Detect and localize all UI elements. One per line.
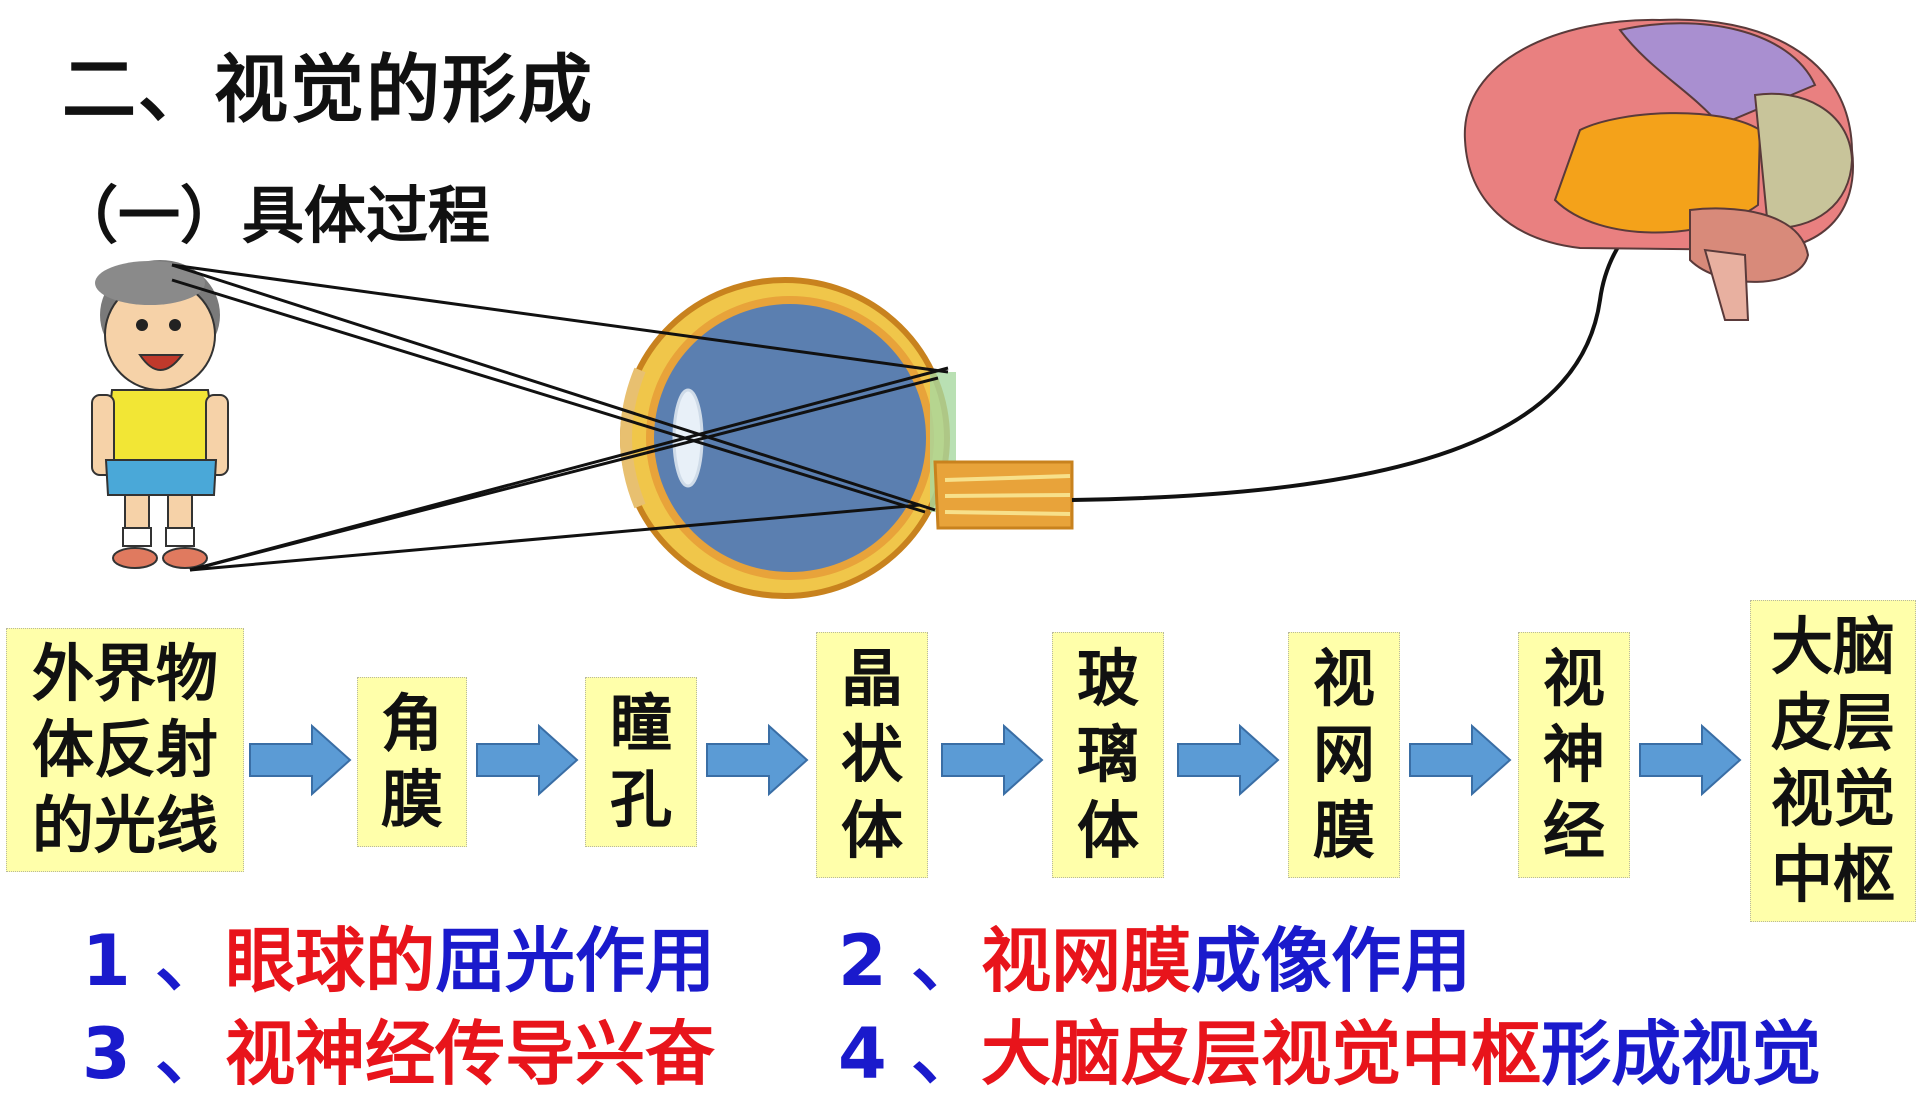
vision-illustration [91, 18, 1854, 599]
step-external-light: 外界物体反射的光线 [6, 628, 244, 872]
flow-arrow-3 [706, 723, 809, 797]
boy-figure [91, 260, 229, 569]
step-optic-nerve: 视神经 [1518, 632, 1630, 878]
summary-point-2: 2 、视网膜成像作用 [838, 920, 1472, 1002]
flow-arrow-4 [941, 723, 1044, 797]
brain-diagram [1463, 18, 1854, 321]
flow-arrow-5 [1177, 723, 1280, 797]
step-cornea: 角膜 [357, 677, 467, 847]
flow-arrow-6 [1409, 723, 1512, 797]
summary-point-4: 4 、大脑皮层视觉中枢形成视觉 [838, 1013, 1822, 1095]
page-title: 二、视觉的形成 [62, 47, 594, 133]
step-lens: 晶状体 [816, 632, 928, 878]
eyeball-diagram [620, 277, 1074, 599]
step-pupil: 瞳孔 [585, 677, 697, 847]
summary-point-1: 1 、眼球的屈光作用 [82, 920, 716, 1002]
flow-arrow-2 [476, 723, 579, 797]
step-retina: 视网膜 [1288, 632, 1400, 878]
summary-point-3: 3 、视神经传导兴奋 [82, 1013, 716, 1095]
step-vitreous: 玻璃体 [1052, 632, 1164, 878]
section-subtitle: （一）具体过程 [56, 179, 491, 252]
flow-arrow-1 [249, 723, 352, 797]
flow-arrow-7 [1639, 723, 1742, 797]
step-visual-cortex: 大脑皮层视觉中枢 [1750, 600, 1916, 922]
light-rays [171, 263, 949, 572]
